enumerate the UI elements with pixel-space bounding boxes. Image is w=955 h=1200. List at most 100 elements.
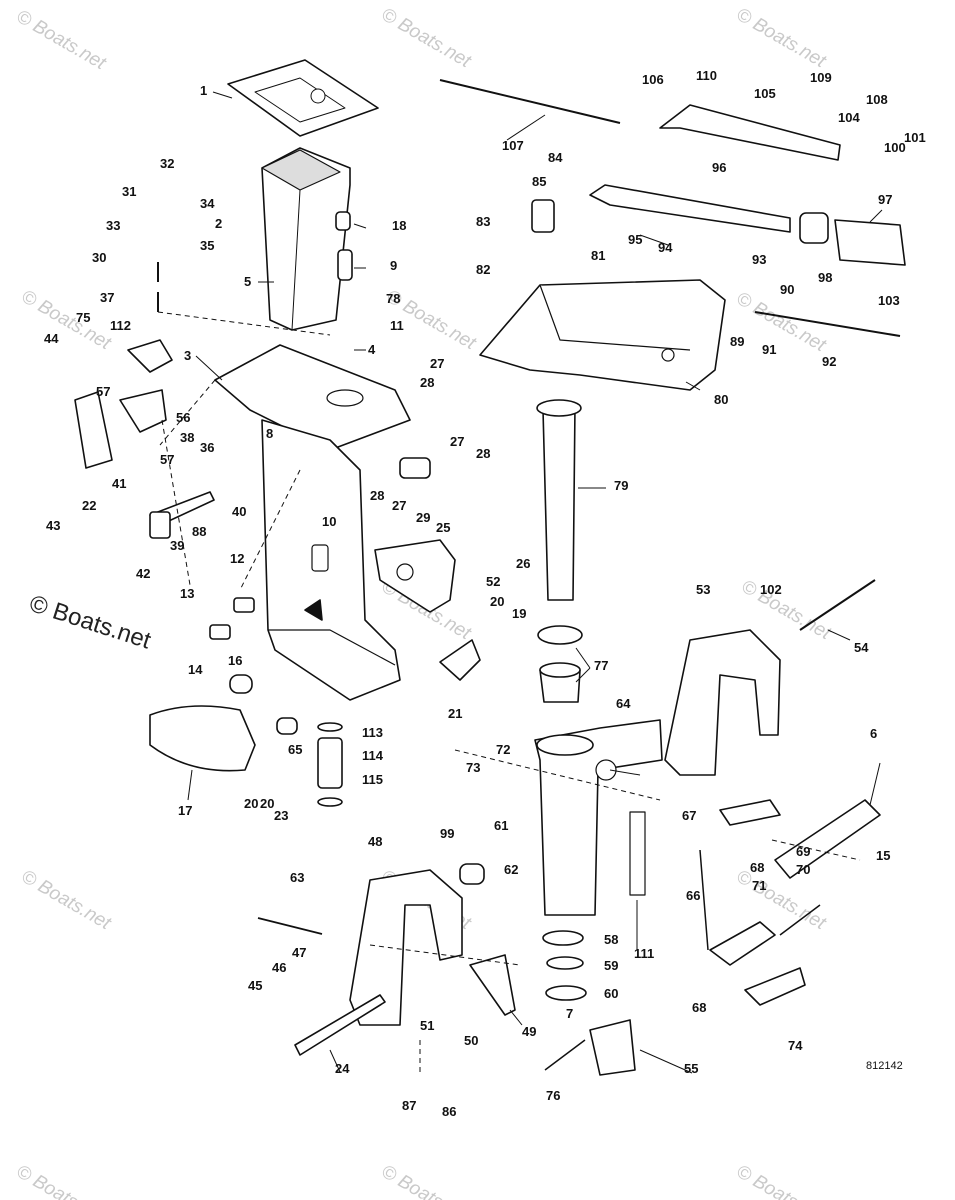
callout-label: 12: [230, 551, 244, 566]
callout-label: 103: [878, 293, 900, 308]
watermark: © Boats.net: [733, 1161, 830, 1200]
callout-label: 27: [450, 434, 464, 449]
callout-label: 49: [522, 1024, 536, 1039]
callout-label: 112: [110, 318, 131, 333]
callout-label: 5: [244, 274, 251, 289]
callout-label: 106: [642, 72, 664, 87]
ring-part-59: [546, 956, 584, 970]
cable-part-54: [799, 579, 876, 631]
callout-label: 113: [362, 725, 383, 740]
callout-label: 23: [274, 808, 288, 823]
sleeve-part-9: [337, 249, 353, 281]
callout-label: 20: [244, 796, 258, 811]
callout-label: 51: [420, 1018, 434, 1033]
callout-label: 68: [750, 860, 764, 875]
callout-label: 60: [604, 986, 618, 1001]
adapter-plate-part-3: [214, 344, 411, 451]
callout-label: 30: [92, 250, 106, 265]
callout-label: 18: [392, 218, 406, 233]
bracket-part-57: [119, 389, 167, 433]
watermark: © Boats.net: [733, 866, 830, 934]
callout-label: 40: [232, 504, 246, 519]
callout-label: 100: [884, 140, 906, 155]
callout-label: 67: [682, 808, 696, 823]
callout-label: 96: [712, 160, 726, 175]
assembly-lines: [157, 311, 861, 1075]
callout-label: 68: [692, 1000, 706, 1015]
bracket-part-41: [74, 391, 113, 469]
lever-part-68: [719, 799, 781, 826]
callout-label: 92: [822, 354, 836, 369]
callout-label: 93: [752, 252, 766, 267]
pin-part-70: [779, 904, 821, 936]
callout-label: 55: [684, 1061, 698, 1076]
callout-label: 17: [178, 803, 192, 818]
callout-label: 73: [466, 760, 480, 775]
grommet-part-65: [276, 717, 298, 735]
bushing-part-77: [537, 625, 583, 645]
bushing-part-18: [335, 211, 351, 231]
callout-label: 13: [180, 586, 194, 601]
callout-label: 8: [266, 426, 273, 441]
callout-label: 64: [616, 696, 631, 711]
callout-label: 78: [386, 291, 400, 306]
callout-label: 72: [496, 742, 510, 757]
callout-label: 3: [184, 348, 191, 363]
callout-label: 21: [448, 706, 462, 721]
callout-label: 105: [754, 86, 776, 101]
callout-label: 75: [76, 310, 90, 325]
callout-label: 11: [390, 318, 404, 333]
callout-label: 27: [430, 356, 444, 371]
callout-label: 101: [904, 130, 926, 145]
bushing-part-99: [459, 863, 485, 885]
callout-label: 94: [658, 240, 673, 255]
shaft-part-49: [469, 954, 516, 1016]
callout-label: 6: [870, 726, 877, 741]
callout-label: 48: [368, 834, 382, 849]
rod-part-24: [294, 994, 386, 1056]
callout-label: 20: [260, 796, 274, 811]
callout-label: 104: [838, 110, 860, 125]
leader-lines: [187, 91, 883, 1074]
callout-label: 91: [762, 342, 776, 357]
callout-label: 46: [272, 960, 286, 975]
callout-label: 102: [760, 582, 782, 597]
ring-part-60: [545, 985, 587, 1001]
link-part-66: [699, 849, 709, 951]
cover-part-17: [149, 705, 256, 772]
callout-label: 86: [442, 1104, 456, 1119]
callout-label: 22: [82, 498, 96, 513]
callout-label: 39: [170, 538, 184, 553]
callout-label: 24: [335, 1061, 350, 1076]
callout-label: 74: [788, 1038, 803, 1053]
callout-label: 80: [714, 392, 728, 407]
callout-label: 14: [188, 662, 203, 677]
plate-part-6: [774, 799, 881, 879]
callout-label: 57: [160, 452, 174, 467]
callout-label: 35: [200, 238, 214, 253]
callout-label: 77: [594, 658, 608, 673]
callout-label: 52: [486, 574, 500, 589]
clamp-bracket-part-53: [664, 629, 781, 776]
callout-label: 66: [686, 888, 700, 903]
collar-part-98: [799, 212, 829, 244]
callout-label: 4: [368, 342, 376, 357]
callout-label: 47: [292, 945, 306, 960]
callout-label: 56: [176, 410, 190, 425]
callout-label: 36: [200, 440, 214, 455]
lever-part-112: [127, 339, 173, 373]
callout-label: 16: [228, 653, 242, 668]
watermark: © Boats.net: [733, 4, 830, 72]
callout-label: 31: [122, 184, 136, 199]
callout-label: 84: [548, 150, 563, 165]
bracket-part-25: [374, 539, 456, 613]
bolt-part-63: [257, 917, 323, 935]
callout-label: 62: [504, 862, 518, 877]
callout-label: 99: [440, 826, 454, 841]
callout-label: 111: [634, 946, 654, 961]
callout-label: 61: [494, 818, 508, 833]
callout-label: 43: [46, 518, 60, 533]
callout-label: 15: [876, 848, 890, 863]
callout-label: 65: [288, 742, 302, 757]
callout-label: 85: [532, 174, 546, 189]
